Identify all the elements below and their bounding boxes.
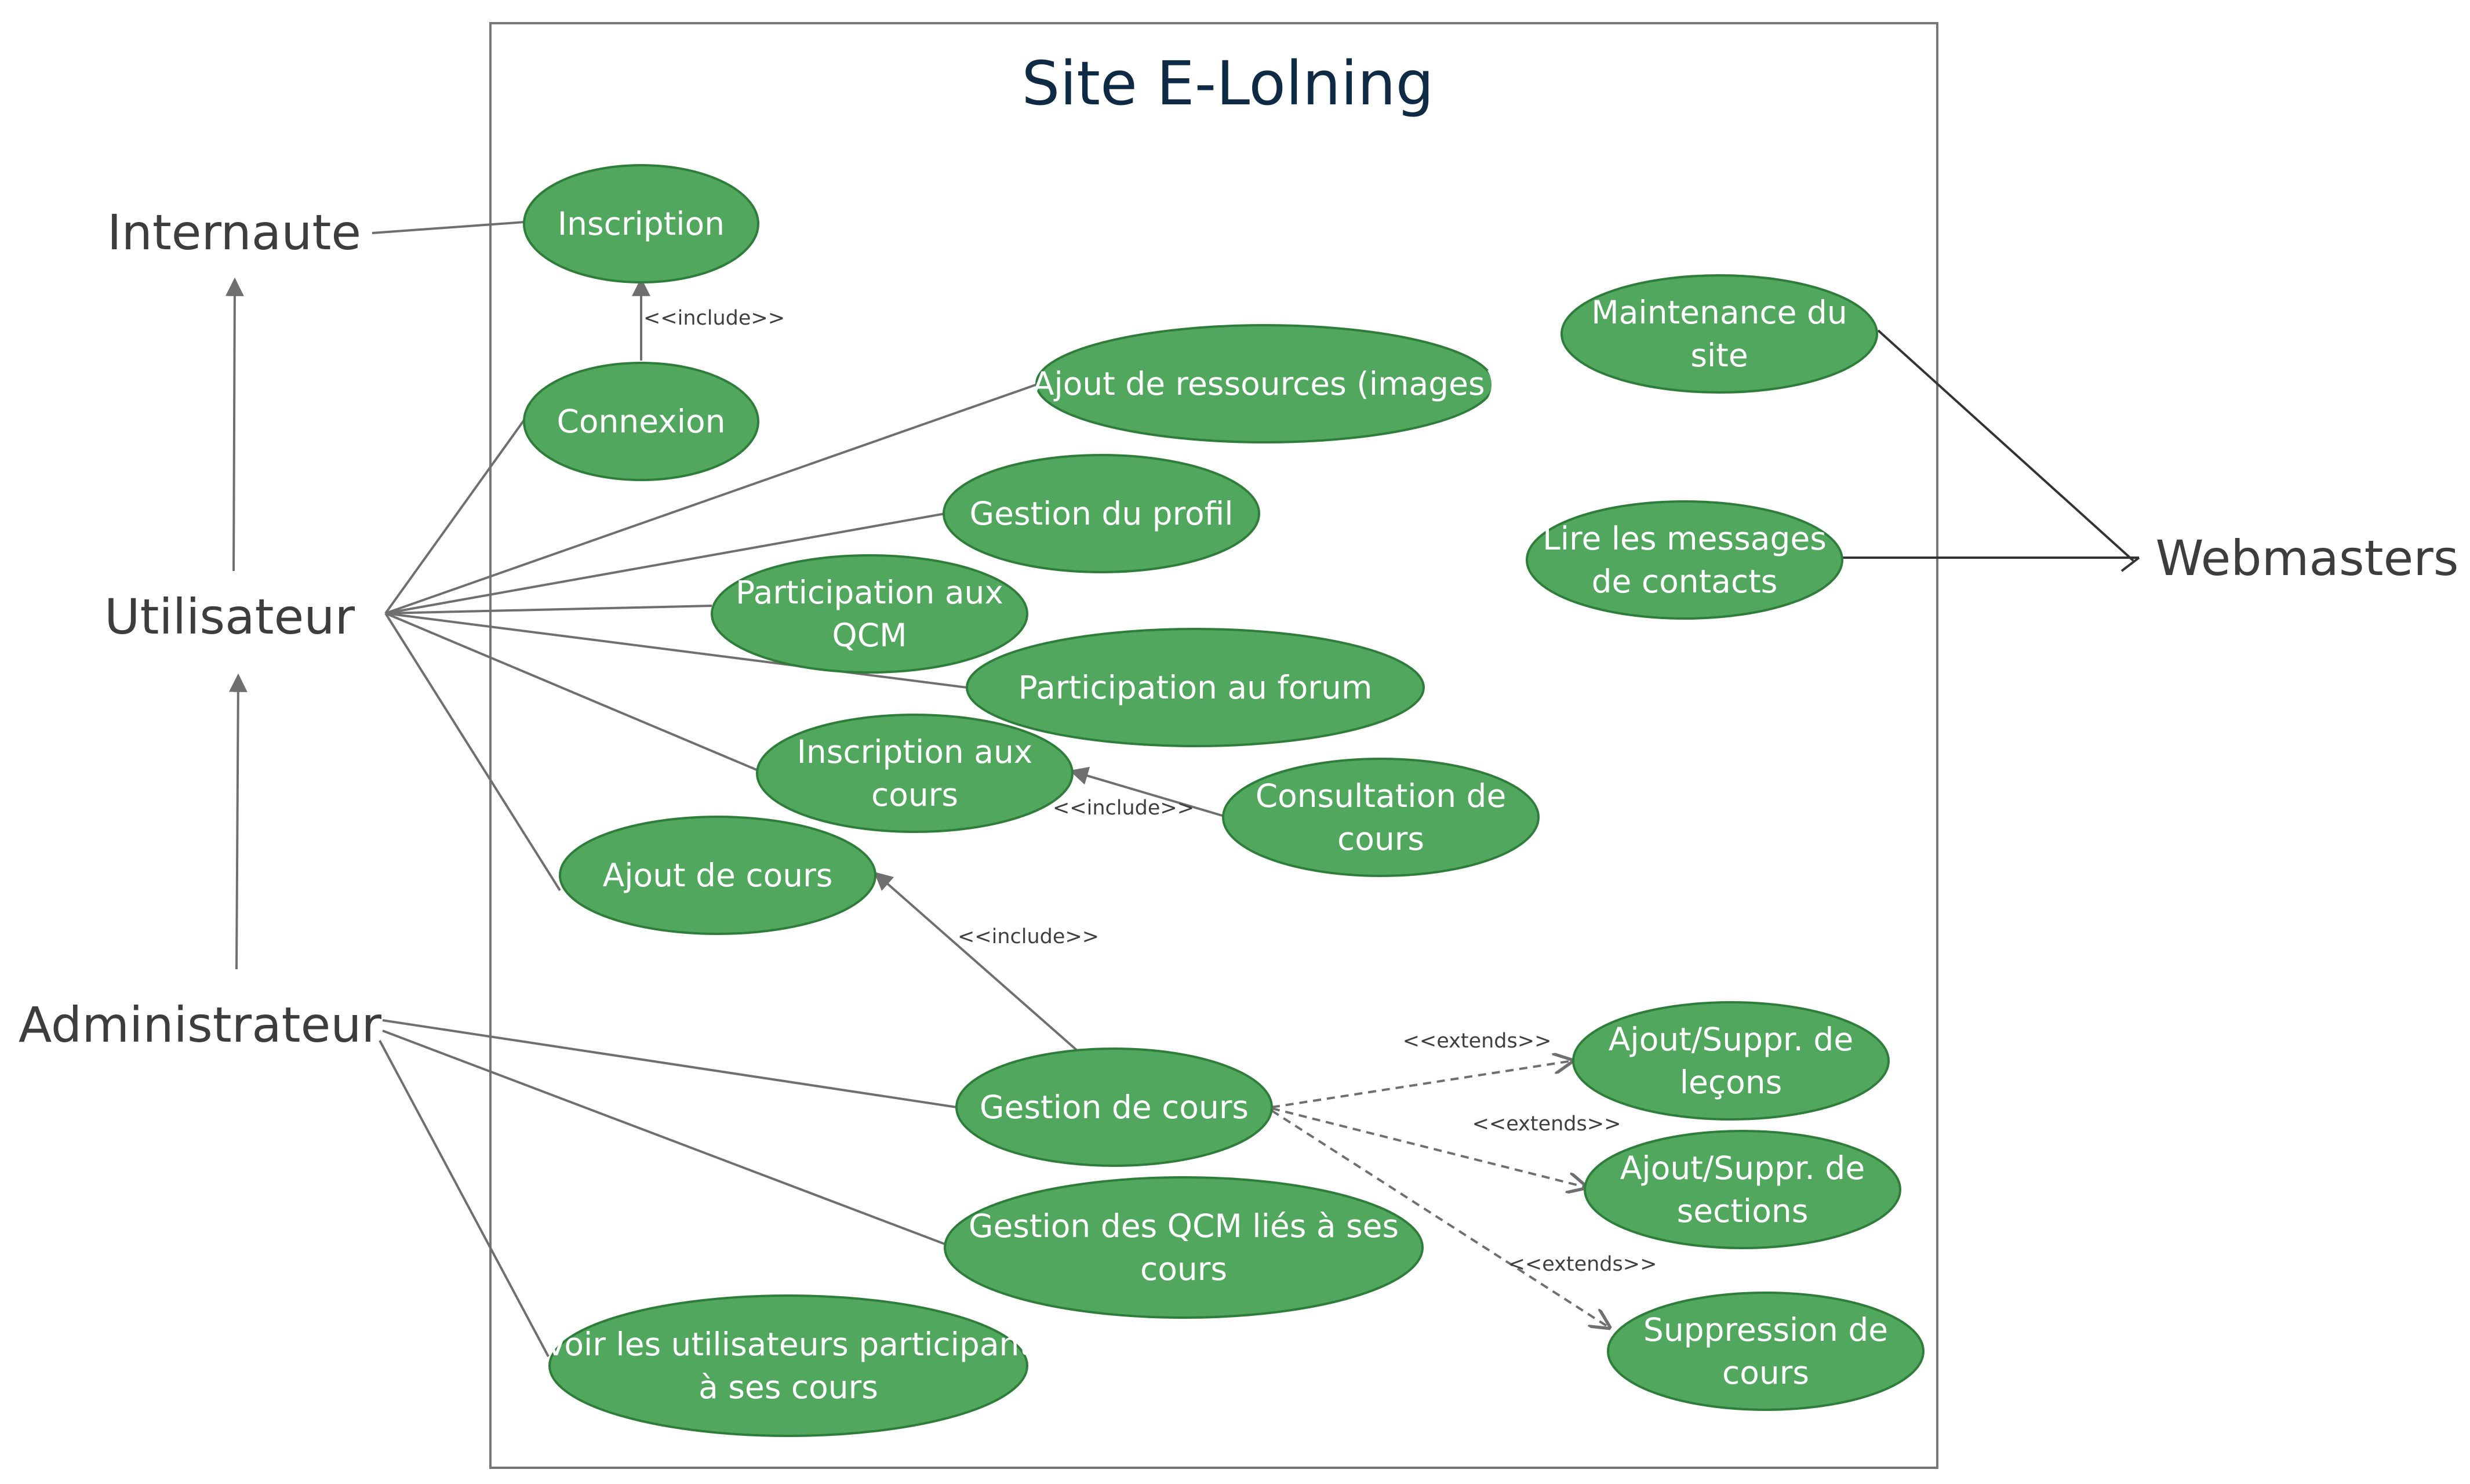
extends-sections: [1271, 1107, 1586, 1187]
use-case-label: Gestion de cours: [980, 1089, 1249, 1126]
extends-suppression: [1271, 1110, 1609, 1327]
use-case-connexion[interactable]: Connexion: [523, 362, 759, 481]
use-case-gestion-qcm[interactable]: Gestion des QCM liés à ses cours: [944, 1176, 1424, 1319]
association-utilisateur-ajout-cours: [384, 612, 561, 892]
use-case-ellipse[interactable]: [1572, 1001, 1890, 1121]
use-case-label: Connexion: [557, 403, 726, 440]
stereotype-extends-lecons: <<extends>>: [1403, 1030, 1552, 1053]
use-case-label: Participation au forum: [1018, 669, 1373, 706]
use-case-label: Voir les utilisateurs participant: [545, 1326, 1032, 1363]
use-case-label: Inscription aux: [797, 733, 1033, 770]
use-case-label: Ajout/Suppr. de: [1609, 1021, 1853, 1058]
use-case-ellipse[interactable]: [1607, 1292, 1925, 1411]
use-case-participation-forum[interactable]: Participation au forum: [966, 628, 1425, 747]
use-case-suppression-cours[interactable]: Suppression de cours: [1607, 1292, 1925, 1411]
use-case-ajout-sections[interactable]: Ajout/Suppr. de sections: [1584, 1130, 1901, 1249]
stereotype-extends-sections: <<extends>>: [1472, 1112, 1621, 1136]
use-case-label: cours: [1140, 1250, 1227, 1287]
use-case-label: Participation aux: [736, 574, 1003, 611]
use-case-label: Inscription: [558, 205, 725, 242]
use-case-label: Lire les messages: [1543, 520, 1827, 557]
stereotype-extends-suppression: <<extends>>: [1508, 1253, 1657, 1276]
include-consultation-inscription-cours: [1069, 766, 1225, 817]
use-case-maintenance[interactable]: Maintenance du site: [1560, 274, 1878, 394]
association-utilisateur-connexion: [384, 417, 526, 614]
use-case-ellipse[interactable]: [523, 362, 759, 481]
include-gestion-ajout-cours: [874, 871, 1078, 1052]
use-case-label: Consultation de: [1256, 777, 1507, 814]
system-title: Site E-Lolning: [1021, 48, 1434, 119]
use-case-voir-utilisateurs[interactable]: Voir les utilisateurs participant à ses c…: [545, 1294, 1032, 1437]
actor-utilisateur[interactable]: Utilisateur: [104, 588, 355, 645]
use-case-ellipse[interactable]: [1526, 500, 1843, 620]
use-case-label: cours: [1722, 1354, 1809, 1391]
use-case-ellipse[interactable]: [548, 1294, 1028, 1437]
use-case-label: de contacts: [1592, 563, 1778, 600]
use-case-label: cours: [871, 776, 958, 813]
use-case-ellipse[interactable]: [944, 1176, 1424, 1319]
use-case-label: Ajout/Suppr. de: [1620, 1150, 1865, 1187]
actor-administrateur[interactable]: Administrateur: [19, 996, 382, 1053]
use-case-gestion-cours[interactable]: Gestion de cours: [955, 1047, 1273, 1167]
use-case-label: site: [1690, 337, 1748, 374]
use-case-lire-messages[interactable]: Lire les messages de contacts: [1526, 500, 1843, 620]
use-case-consultation-cours[interactable]: Consultation de cours: [1222, 758, 1540, 877]
extends-lecons: [1271, 1061, 1572, 1108]
stereotype-include-consultation: <<include>>: [1053, 796, 1194, 820]
use-case-label: Gestion du profil: [969, 495, 1233, 532]
use-case-label: Suppression de: [1643, 1311, 1888, 1348]
use-case-label: cours: [1337, 820, 1424, 857]
association-internaute-inscription: [372, 221, 525, 234]
use-case-ajout-ressources[interactable]: Ajout de ressources (images): [1032, 324, 1497, 443]
use-case-ellipse[interactable]: [1222, 758, 1540, 877]
use-case-inscription-cours[interactable]: Inscription aux cours: [756, 714, 1074, 833]
actor-webmasters[interactable]: Webmasters: [2155, 530, 2458, 587]
use-case-gestion-profil[interactable]: Gestion du profil: [943, 454, 1260, 573]
association-utilisateur-inscription-cours: [385, 612, 760, 772]
association-utilisateur-participation-forum: [385, 612, 967, 689]
stereotype-include-gestion: <<include>>: [958, 925, 1099, 948]
association-webmasters-tick: [2120, 556, 2140, 572]
generalization-administrateur-utilisateur: [228, 673, 248, 970]
use-case-label: Ajout de ressources (images): [1032, 365, 1497, 402]
association-administrateur-gestion-cours: [382, 1019, 957, 1108]
use-case-ajout-cours[interactable]: Ajout de cours: [559, 816, 876, 935]
association-webmasters-maintenance: [1877, 329, 2134, 562]
use-case-ellipse[interactable]: [966, 628, 1425, 747]
use-case-label: sections: [1677, 1192, 1809, 1230]
actor-internaute[interactable]: Internaute: [107, 204, 361, 261]
use-case-ellipse[interactable]: [523, 164, 759, 283]
use-case-label: QCM: [832, 617, 907, 654]
use-case-inscription[interactable]: Inscription: [523, 164, 759, 283]
association-utilisateur-participation-qcm: [385, 605, 712, 614]
use-case-label: Gestion des QCM liés à ses: [969, 1207, 1399, 1245]
use-case-label: leçons: [1680, 1064, 1783, 1101]
use-case-ellipse[interactable]: [711, 554, 1028, 674]
use-case-ellipse[interactable]: [756, 714, 1074, 833]
association-utilisateur-ajout-ressources: [385, 383, 1039, 614]
use-case-label: Maintenance du: [1591, 294, 1847, 331]
use-case-ellipse[interactable]: [1035, 324, 1494, 443]
association-utilisateur-gestion-profil: [385, 512, 945, 614]
use-case-ajout-lecons[interactable]: Ajout/Suppr. de leçons: [1572, 1001, 1890, 1121]
association-administrateur-gestion-qcm: [382, 1030, 948, 1246]
use-case-label: Ajout de cours: [603, 857, 833, 894]
use-case-ellipse[interactable]: [955, 1047, 1273, 1167]
generalization-utilisateur-internaute: [225, 277, 244, 572]
use-case-ellipse[interactable]: [1584, 1130, 1901, 1249]
use-case-label: à ses cours: [699, 1369, 878, 1406]
stereotype-include-connexion: <<include>>: [643, 307, 785, 330]
use-case-ellipse[interactable]: [943, 454, 1260, 573]
use-case-ellipse[interactable]: [1560, 274, 1878, 394]
use-case-ellipse[interactable]: [559, 816, 876, 935]
association-administrateur-voir-utilisateurs: [379, 1040, 550, 1357]
